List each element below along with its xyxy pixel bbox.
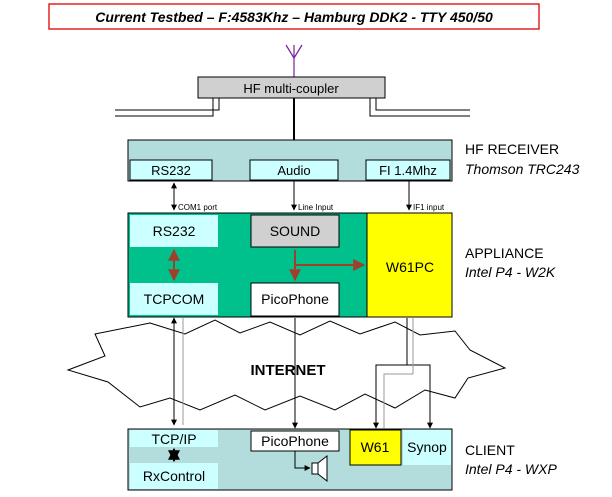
appliance-sound-label: SOUND [270,223,321,239]
receiver-fi-label: FI 1.4Mhz [379,163,437,178]
appliance-name: APPLIANCE [465,245,544,261]
client-name: CLIENT [465,442,515,458]
client-picophone-label: PicoPhone [261,433,329,449]
com1-label: COM1 port [178,203,218,212]
client-w61-label: W61 [361,439,390,455]
internet-cloud: INTERNET [66,319,507,411]
diagram-title: Current Testbed – F:4583Khz – Hamburg DD… [95,9,493,25]
client-block: TCP/IP RxControl PicoPhone W61 Synop [127,428,453,491]
client-spec: Intel P4 - WXP [465,461,557,477]
appliance-spec: Intel P4 - W2K [465,264,556,280]
appliance-picophone [250,282,340,317]
line-input-label: Line Input [298,203,334,212]
receiver-name: HF RECEIVER [465,141,559,157]
w61-link [373,364,407,429]
if1-label: IF1 input [413,203,445,212]
antenna-icon [285,44,303,77]
appliance-w61pc-label: W61PC [386,259,434,275]
client-synop-label: Synop [407,439,447,455]
receiver-rs232-port [129,159,213,181]
client-rxcontrol [130,463,218,489]
receiver-fi-port [365,159,451,181]
internet-label: INTERNET [251,362,326,379]
appliance-sound [250,214,340,248]
client-tcpip-label: TCP/IP [151,431,196,447]
appliance-tcpcom-label: TCPCOM [144,291,205,307]
coupler-label: HF multi-coupler [243,81,339,96]
receiver-audio-label: Audio [277,163,310,178]
appliance-block: RS232 SOUND TCPCOM PicoPhone W61PC [127,212,453,318]
appliance-rs232-label: RS232 [153,223,196,239]
appliance-rs232 [130,215,218,247]
receiver-rs232-label: RS232 [151,163,191,178]
synop-link [407,364,433,429]
speaker-icon [311,454,328,483]
receiver-model: Thomson TRC243 [465,161,580,177]
hf-coupler: HF multi-coupler [115,76,470,140]
hf-receiver-block: RS232 Audio FI 1.4Mhz [127,139,453,182]
client-tcpip [130,430,218,447]
client-synop [403,430,451,465]
receiver-audio-port [249,159,339,181]
appliance-tcpcom [130,283,218,315]
client-rxcontrol-label: RxControl [143,468,205,484]
appliance-picophone-label: PicoPhone [261,291,329,307]
client-w61 [349,429,402,466]
appliance-w61pc [366,212,453,318]
title-box: Current Testbed – F:4583Khz – Hamburg DD… [48,3,540,30]
